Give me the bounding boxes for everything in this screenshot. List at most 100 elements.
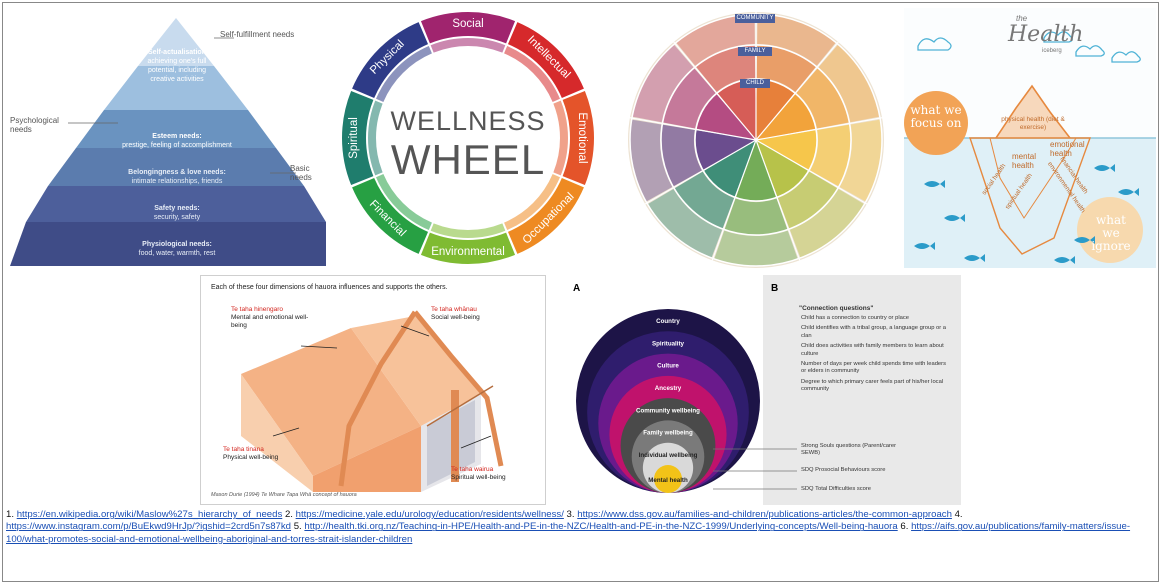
approach-wedge [756, 93, 816, 140]
wellness-title: WELLNESS [390, 106, 546, 136]
level-desc: food, water, warmth, rest [138, 250, 216, 257]
dim-english: Physical well-being [223, 454, 279, 461]
approach-wedge [703, 140, 756, 198]
panel-b-label: B [771, 283, 779, 294]
iceberg-title-health: Health [1008, 22, 1084, 47]
dim-english: Social well-being [431, 314, 480, 321]
wheel-inner-band [430, 223, 506, 238]
wheel-segment [420, 232, 516, 265]
approach-wedge [735, 140, 777, 201]
whare-house-graphic [241, 310, 504, 492]
common-approach-panel: COMMUNITY FAMILY CHILD [611, 8, 901, 268]
ref-num: 3. [566, 509, 575, 520]
approach-wedge [717, 79, 756, 140]
self-fulfillment-label: Self-fulfillment needs [220, 30, 295, 39]
approach-wedge [714, 230, 798, 266]
dim-physical: Te taha tinana Physical well-being [223, 446, 313, 462]
measure-difficulties: SDQ Total Difficulties score [801, 486, 872, 492]
ref-link-2[interactable]: https://medicine.yale.edu/urology/educat… [295, 509, 564, 520]
wheel-inner-band [553, 100, 568, 176]
approach-wedge [756, 79, 795, 140]
approach-wedge [757, 14, 836, 66]
ring-label: Community wellbeing [636, 407, 700, 414]
iceberg-title-iceberg: iceberg [1042, 48, 1062, 54]
ring-label: Country [656, 318, 680, 325]
basic-needs-label: Basic needs [290, 164, 312, 182]
hauora-header: Each of these four dimensions of hauora … [211, 284, 448, 291]
level-esteem: Esteem needs: prestige, feeling of accom… [104, 132, 250, 150]
wheel-segment-label: Social [452, 18, 483, 30]
level-title: Physiological needs: [142, 241, 212, 248]
wheel-title: WHEEL [390, 136, 546, 183]
measure-prosocial: SDQ Prosocial Behaviours score [801, 467, 886, 473]
dim-spiritual: Te taha wairua Spiritual well-being [451, 466, 541, 482]
dim-maori: Te taha hinengaro [231, 306, 284, 313]
panel-a-label: A [573, 283, 581, 294]
approach-wedge [839, 119, 882, 202]
level-title: Belongingness & love needs: [128, 169, 226, 176]
approach-wedge [756, 130, 817, 170]
mental-health-label: mental health [1012, 152, 1037, 170]
level-title: Esteem needs: [152, 133, 202, 140]
wheel-segment [352, 22, 429, 99]
tag-family: FAMILY [738, 47, 772, 56]
iceberg-graphic [904, 8, 1156, 268]
wheel-segment-label: Environmental [431, 246, 505, 258]
maslow-pyramid-graphic [10, 18, 326, 266]
approach-wedge [818, 44, 880, 123]
approach-wedge [662, 67, 716, 129]
wheel-segment-label: Emotional [576, 112, 588, 163]
wheel-inner-band [368, 100, 383, 176]
ref-link-1[interactable]: https://en.wikipedia.org/wiki/Maslow%27s… [16, 509, 283, 520]
ref-num: 1. [6, 509, 15, 520]
cloud-icon [917, 31, 1141, 63]
questions-title: "Connection questions" [799, 305, 874, 312]
wheel-inner-band [375, 45, 432, 102]
approach-wedge [756, 140, 809, 198]
approach-wedge [796, 67, 850, 129]
ref-link-6[interactable]: https://aifs.gov.au/publications/family-… [6, 521, 1131, 545]
wheel-inner-band [375, 174, 432, 231]
level-belongingness: Belongingness & love needs: intimate rel… [78, 168, 276, 186]
ring-label: Ancestry [655, 385, 682, 392]
hauora-credit: Mason Durie (1994) Te Whare Tapa Whā con… [211, 492, 357, 498]
approach-wedge [810, 124, 851, 187]
approach-wedge [777, 171, 838, 229]
level-desc: intimate relationships, friends [131, 178, 223, 185]
approach-wedge [789, 188, 865, 258]
approach-wedge [696, 93, 756, 140]
focus-label: what we focus on [910, 103, 962, 130]
ref-num: 4. [954, 509, 963, 520]
wheel-segment [352, 177, 429, 254]
level-title: Safety needs: [154, 205, 200, 212]
tag-child: CHILD [740, 79, 770, 88]
level-title: Self-actualisation [148, 49, 206, 56]
ref-link-4[interactable]: https://www.instagram.com/p/BuEkwd9HrJp/… [6, 521, 292, 533]
dim-english: Spiritual well-being [451, 474, 506, 481]
dim-mental: Te taha hinengaro Mental and emotional w… [231, 306, 321, 330]
ref-num: 5. [293, 521, 302, 533]
measure-strong-souls: Strong Souls questions (Parent/carer SEW… [801, 443, 897, 456]
connection-questions-box [763, 275, 961, 505]
dim-maori: Te taha whānau [431, 306, 477, 313]
wheel-segment-label: Spiritual [348, 117, 360, 159]
wheel-segment [507, 22, 584, 99]
wheel-segment [342, 90, 374, 186]
ignore-label: what we ignore [1091, 213, 1131, 253]
level-desc: security, safety [153, 214, 201, 221]
peak-label: physical health (diet & exercise) [1001, 116, 1065, 131]
psychological-label: Psychological needs [10, 116, 59, 134]
wheel-inner-band [504, 45, 561, 102]
iceberg-title-the: the [1016, 14, 1028, 23]
question-item: Child identifies with a tribal group, a … [801, 325, 947, 339]
dim-english: Mental and emotional well-being [231, 314, 309, 329]
maslow-pyramid-panel: Self-fulfillment needs Psychological nee… [8, 8, 326, 268]
wheel-segment [562, 90, 594, 186]
questions-list: Child has a connection to country or pla… [801, 315, 951, 394]
approach-wedge [630, 119, 673, 202]
ref-link-3[interactable]: https://www.dss.gov.au/families-and-chil… [577, 509, 952, 520]
ref-link-5[interactable]: http://health.tki.org.nz/Teaching-in-HPE… [304, 521, 898, 533]
approach-wedge [676, 14, 755, 66]
